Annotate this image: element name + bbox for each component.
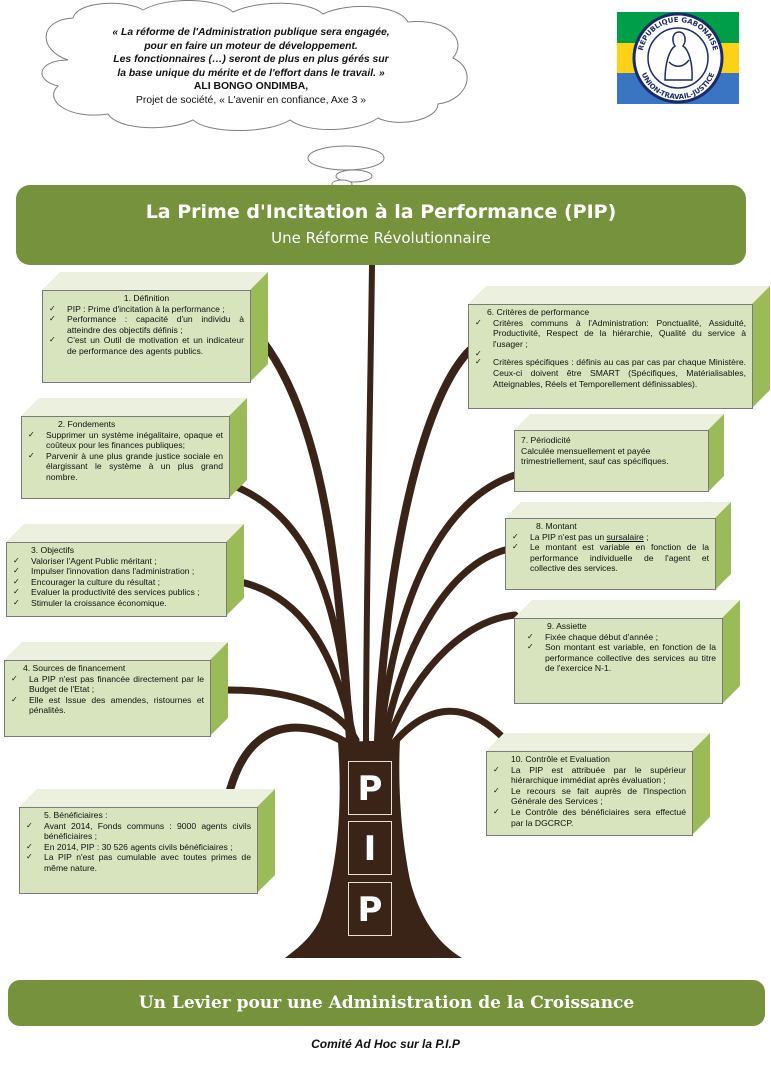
box-text: Calculée mensuellement et payée trimestr… (521, 445, 669, 467)
box-title: 10. Contrôle et Evaluation (511, 754, 610, 764)
quote-author: ALI BONGO ONDIMBA, (193, 81, 309, 92)
trunk-letter: P (348, 882, 392, 936)
cloud-shape (41, 0, 468, 189)
list-item: PIP : Prime d'incitation à la performanc… (49, 304, 244, 315)
list-item: La PIP est attribuée par le supérieur hi… (493, 765, 686, 786)
title-banner: La Prime d'Incitation à la Performance (… (16, 185, 746, 265)
box-title: 1. Définition (123, 293, 170, 303)
gabon-emblem: RÉPUBLIQUE GABONAISE UNION-TRAVAIL-JUSTI… (617, 12, 739, 104)
quote-cloud: « La réforme de l'Administration publiqu… (28, 0, 478, 190)
emblem-logo: RÉPUBLIQUE GABONAISE UNION-TRAVAIL-JUSTI… (617, 12, 739, 104)
list-item: Elle est Issue des amendes, ristournes e… (11, 695, 204, 716)
trunk-letter: I (348, 821, 392, 875)
list-item: Evaluer la productivité des services pub… (13, 587, 220, 598)
list-item: Le montant est variable en fonction de l… (512, 542, 709, 574)
quote-line: « La réforme de l'Administration publiqu… (112, 27, 390, 38)
list-item: La PIP n'est pas un sursalaire ; (512, 532, 709, 543)
list-item: Son montant est variable, en fonction de… (527, 642, 716, 674)
item-text: La PIP n'est pas un (530, 531, 607, 542)
page-title: La Prime d'Incitation à la Performance (… (145, 201, 617, 223)
quote-line: pour en faire un moteur de développement… (144, 40, 358, 52)
list-item: Critères spécifiques : définis au cas pa… (475, 357, 746, 389)
box-title: 5. Bénéficiaires : (44, 810, 108, 820)
list-item: Valoriser l'Agent Public méritant ; (13, 556, 220, 567)
quote-line: la base unique du mérite et de l'effort … (117, 67, 385, 79)
box-title: 7. Périodicité (521, 435, 571, 445)
list-item: Encourager la culture du résultat ; (13, 577, 220, 588)
box-title: 4. Sources de financement (23, 663, 126, 673)
bottom-banner: Un Levier pour une Administration de la … (8, 980, 765, 1026)
list-item: En 2014, PIP : 30 526 agents civils béné… (26, 842, 251, 853)
box-title: 3. Objectifs (31, 545, 74, 555)
page-subtitle: Une Réforme Révolutionnaire (271, 229, 491, 247)
list-item: Impulser l'innovation dans l'administrat… (13, 566, 220, 577)
list-item: Le recours se fait auprès de l'Inspectio… (493, 786, 686, 807)
list-item: Stimuler la croissance économique. (13, 598, 220, 609)
box-title: 6. Critères de performance (487, 307, 590, 317)
box-title: 2. Fondements (58, 419, 116, 429)
list-item: Supprimer un système inégalitaire, opaqu… (28, 430, 223, 451)
bottom-banner-text: Un Levier pour une Administration de la … (138, 993, 635, 1013)
list-item: Parvenir à une plus grande justice socia… (28, 451, 223, 483)
list-item: La PIP n'est pas cumulable avec toutes p… (26, 852, 251, 873)
list-item: Fixée chaque début d'année ; (527, 632, 716, 643)
box-title: 8. Montant (536, 521, 577, 531)
sursalaire-term: sursalaire (606, 531, 644, 542)
quote-line: Les fonctionnaires (…) seront de plus en… (113, 54, 389, 65)
quote-source: Projet de société, « L'avenir en confian… (135, 94, 367, 106)
list-item: La PIP n'est pas financée directement pa… (11, 674, 204, 695)
list-item: C'est un Outil de motivation et un indic… (49, 335, 244, 356)
footer-credit: Comité Ad Hoc sur la P.I.P (311, 1037, 460, 1051)
list-item: Performance : capacité d'un individu à a… (49, 314, 244, 335)
list-item: Avant 2014, Fonds communs : 9000 agents … (26, 821, 251, 842)
trunk-letter: P (348, 761, 392, 815)
quote-text: « La réforme de l'Administration publiqu… (86, 26, 416, 107)
list-item: Critères communs à l'Administration: Pon… (475, 318, 746, 350)
box-title: 9. Assiette (547, 621, 587, 631)
list-item: Le Contrôle des bénéficiaires sera effec… (493, 807, 686, 828)
list-spacer (475, 349, 746, 360)
item-text: ; (643, 531, 649, 542)
